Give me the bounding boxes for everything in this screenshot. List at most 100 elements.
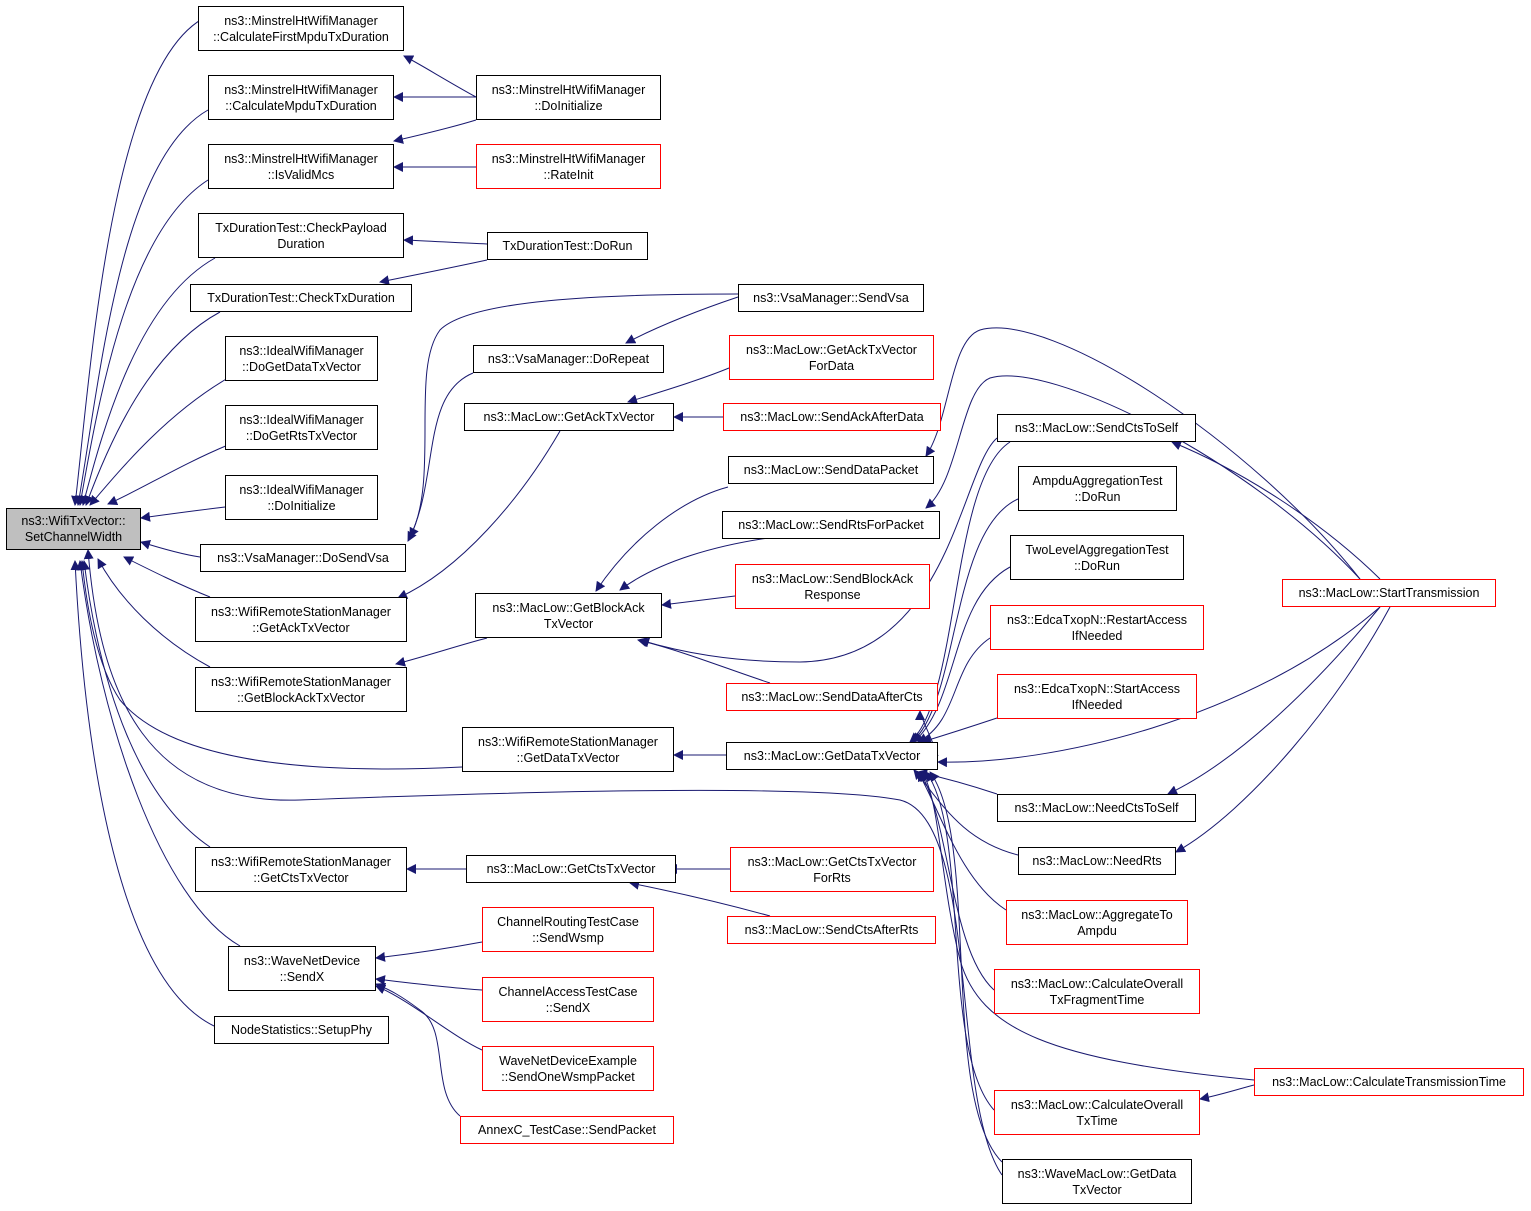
node-ml-get-ack[interactable]: ns3::MacLow::GetAckTxVector [464,403,674,431]
node-ml-calc-trans-time[interactable]: ns3::MacLow::CalculateTransmissionTime [1254,1068,1524,1096]
node-annex-c[interactable]: AnnexC_TestCase::SendPacket [460,1116,674,1144]
node-ampdu-do-run[interactable]: AmpduAggregationTest::DoRun [1018,466,1177,511]
node-label-line: ns3::IdealWifiManager [239,412,364,427]
edge-mhDoInit-to-mhIsValid [393,119,477,144]
node-label-line: TxVector [543,616,594,631]
node-wave-example[interactable]: WaveNetDeviceExample::SendOneWsmpPacket [482,1046,654,1091]
node-ch-access-send-x[interactable]: ChannelAccessTestCase::SendX [482,977,654,1022]
edge-mlSendCtsToSelf-to-mlGetBlockAck [639,437,998,663]
node-ml-start-tx[interactable]: ns3::MacLow::StartTransmission [1282,579,1496,607]
edge-mlSendBlockAckResp-to-mlGetBlockAck [661,595,736,609]
node-wave-send-x[interactable]: ns3::WaveNetDevice::SendX [228,946,376,991]
node-ml-get-data[interactable]: ns3::MacLow::GetDataTxVector [726,742,938,770]
node-tx-check-tx[interactable]: TxDurationTest::CheckTxDuration [190,284,412,312]
node-vsa-do-send[interactable]: ns3::VsaManager::DoSendVsa [200,544,406,572]
edge-vsaDoRepeat-to-vsaDoSend [407,372,474,542]
edge-edcaStart-to-mlGetData [921,717,998,745]
node-ml-need-rts[interactable]: ns3::MacLow::NeedRts [1018,847,1176,875]
edge-mhIsValid-to-root [76,179,209,506]
node-ml-send-data-packet[interactable]: ns3::MacLow::SendDataPacket [728,456,934,484]
node-ml-send-rts-for-packet[interactable]: ns3::MacLow::SendRtsForPacket [722,511,940,539]
node-ml-need-cts-to-self[interactable]: ns3::MacLow::NeedCtsToSelf [997,794,1196,822]
node-wrsm-cts[interactable]: ns3::WifiRemoteStationManager::GetCtsTxV… [195,847,407,892]
node-node-stats[interactable]: NodeStatistics::SetupPhy [214,1016,389,1044]
node-vsa-send[interactable]: ns3::VsaManager::SendVsa [738,284,924,312]
node-mh-do-init[interactable]: ns3::MinstrelHtWifiManager::DoInitialize [476,75,661,120]
node-ideal-data[interactable]: ns3::IdealWifiManager::DoGetDataTxVector [225,336,378,381]
node-tx-do-run[interactable]: TxDurationTest::DoRun [487,232,648,260]
node-label-line: TxDurationTest::CheckPayload [215,220,387,235]
edge-mlSendDataPacket-to-mlGetBlockAck [595,486,729,592]
edge-idealInit-to-root [140,506,226,522]
node-label-line: ::GetAckTxVector [252,620,350,635]
edge-mlStartTx-to-mlNeedCtsToSelf [1167,606,1381,795]
node-wrsm-data[interactable]: ns3::WifiRemoteStationManager::GetDataTx… [462,727,674,772]
node-label-line: ForData [808,358,855,373]
node-ml-send-cts-after-rts[interactable]: ns3::MacLow::SendCtsAfterRts [727,916,936,944]
edge-mlGetBlockAck-to-wrsmBlockAck [395,637,488,667]
node-label-line: ns3::MacLow::AggregateTo [1021,907,1173,922]
node-label-line: ns3::WifiRemoteStationManager [478,734,658,749]
node-label-line: ns3::WifiRemoteStationManager [211,854,391,869]
node-label-line: ns3::WifiRemoteStationManager [211,674,391,689]
node-label-line: IfNeeded [1071,628,1123,643]
node-ideal-init[interactable]: ns3::IdealWifiManager::DoInitialize [225,475,378,520]
node-two-level-do-run[interactable]: TwoLevelAggregationTest::DoRun [1010,535,1184,580]
node-label-line: ::IsValidMcs [267,167,335,182]
node-label-line: TxFragmentTime [1049,992,1145,1007]
edge-twoLevelDoRun-to-mlGetData [913,566,1011,743]
edge-mhCalcMpdu-to-root [74,109,209,506]
node-mh-calc-mpdu[interactable]: ns3::MinstrelHtWifiManager::CalculateMpd… [208,75,394,120]
edge-waveSendX-to-root [76,560,241,947]
node-mh-is-valid[interactable]: ns3::MinstrelHtWifiManager::IsValidMcs [208,144,394,189]
node-label-line: ns3::MacLow::CalculateOverall [1010,976,1184,991]
node-label-line: ::RateInit [543,167,594,182]
edge-mlStartTx-to-mlNeedRts [1175,606,1391,853]
node-ml-send-data-after-cts[interactable]: ns3::MacLow::SendDataAfterCts [726,683,938,711]
node-label-line: ns3::MacLow::StartTransmission [1298,586,1480,600]
node-vsa-do-repeat[interactable]: ns3::VsaManager::DoRepeat [473,345,664,373]
edge-mlCalcOverallTx-to-mlGetData [925,771,995,1111]
node-wrsm-ack[interactable]: ns3::WifiRemoteStationManager::GetAckTxV… [195,597,407,642]
node-ml-send-ack-after-data[interactable]: ns3::MacLow::SendAckAfterData [723,403,941,431]
node-ch-routing-send-wsmp[interactable]: ChannelRoutingTestCase::SendWsmp [482,907,654,952]
node-label-line: ::DoGetDataTxVector [242,359,361,374]
edge-mhDoInit-to-mhCalcFirst [403,55,477,98]
node-mh-calc-first[interactable]: ns3::MinstrelHtWifiManager::CalculateFir… [198,6,404,51]
node-label-line: Response [804,587,861,602]
node-ideal-rts[interactable]: ns3::IdealWifiManager::DoGetRtsTxVector [225,405,378,450]
node-label-line: TxTime [1076,1113,1118,1128]
edge-idealData-to-root [89,377,229,506]
node-label-line: ns3::MacLow::SendRtsForPacket [738,518,924,532]
node-label-line: ns3::MacLow::GetAckTxVector [746,342,917,357]
edge-ampduDoRun-to-mlGetData [911,498,1019,743]
node-label-line: ns3::EdcaTxopN::RestartAccess [1007,612,1187,627]
node-label-line: ::GetDataTxVector [516,750,620,765]
node-ml-send-cts-to-self[interactable]: ns3::MacLow::SendCtsToSelf [997,414,1196,442]
node-label-line: ::SendX [279,969,325,984]
edge-mlCalcTransTime-to-mlCalcOverallTx [1199,1084,1255,1103]
node-label-line: ns3::MacLow::CalculateOverall [1010,1097,1184,1112]
node-root: ns3::WifiTxVector::SetChannelWidth [6,508,141,550]
node-wrsm-block-ack[interactable]: ns3::WifiRemoteStationManager::GetBlockA… [195,667,407,712]
node-ml-get-cts[interactable]: ns3::MacLow::GetCtsTxVector [466,855,676,883]
node-label-line: ChannelRoutingTestCase [497,914,639,929]
edge-waveExample-to-waveSendX [375,984,483,1051]
node-label-line: ns3::IdealWifiManager [239,343,364,358]
node-label-line: ns3::MacLow::GetAckTxVector [483,410,655,424]
node-mh-rate-init[interactable]: ns3::MinstrelHtWifiManager::RateInit [476,144,661,189]
edge-mlStartTx-to-mlSendDataPacket [925,327,1361,580]
node-label-line: ns3::IdealWifiManager [239,482,364,497]
